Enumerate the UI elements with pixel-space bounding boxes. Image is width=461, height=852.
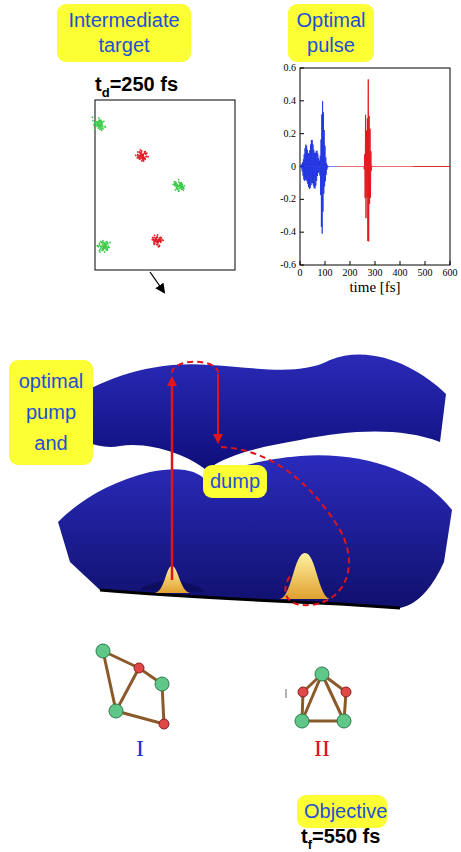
pointer-arrow	[150, 272, 164, 292]
chart-ticks	[300, 68, 450, 265]
text-label: time [fs]	[349, 280, 400, 295]
text-label: =550 fs	[312, 826, 380, 846]
callout-text: optimal pump and	[16, 366, 86, 459]
axis-tick-label: 500	[418, 268, 433, 278]
callout-text: Optimal pulse	[295, 8, 367, 58]
pulse-trace	[338, 79, 451, 241]
text-label: t	[301, 826, 308, 846]
axis-tick-label: -0.6	[280, 260, 296, 270]
axis-tick-label: 0	[298, 268, 303, 278]
axis-tick-label: -0.2	[280, 194, 296, 204]
callout-box: Objective	[297, 795, 387, 828]
pulse-trace	[300, 101, 337, 233]
trajectory	[172, 362, 218, 373]
text-label: f	[308, 838, 312, 851]
wavepacket	[280, 553, 330, 599]
axis-tick-label: 200	[343, 268, 358, 278]
callout-text: Intermediate target	[64, 8, 184, 58]
text-label: t	[95, 74, 102, 94]
axis-tick-label: 100	[318, 268, 333, 278]
callout-box: dump	[203, 465, 267, 498]
callout-text: Objective	[304, 799, 387, 824]
surface-edge	[100, 590, 400, 608]
callout-box: Intermediate target	[57, 4, 191, 62]
dump-arrow	[217, 374, 219, 442]
axis-tick-label: -0.4	[280, 227, 296, 237]
wavepacket-dots	[92, 116, 186, 253]
molecule-atoms	[96, 644, 169, 729]
axis-tick-label: 600	[443, 268, 458, 278]
axis-tick-label: 0.4	[284, 96, 297, 106]
molecule-bonds	[103, 651, 164, 724]
tick-mark	[285, 689, 287, 698]
text-label: I	[136, 736, 144, 760]
excited-surface	[68, 354, 446, 470]
inset-frame	[95, 100, 235, 270]
axis-tick-label: 400	[393, 268, 408, 278]
pump-arrow	[171, 378, 174, 580]
callout-box: optimal pump and	[9, 360, 93, 465]
axis-tick-label: 0.6	[284, 63, 297, 73]
chart-frame	[300, 68, 450, 265]
molecule-atoms	[295, 667, 351, 728]
ground-surface	[58, 455, 452, 608]
text-label: d	[102, 86, 110, 99]
callout-text: dump	[210, 469, 260, 494]
text-label: =250 fs	[110, 74, 178, 94]
axis-tick-label: 300	[368, 268, 383, 278]
text-label: II	[314, 736, 330, 760]
callout-box: Optimal pulse	[288, 4, 374, 62]
axis-tick-label: 0	[291, 162, 296, 172]
axis-tick-label: 0.2	[284, 129, 297, 139]
